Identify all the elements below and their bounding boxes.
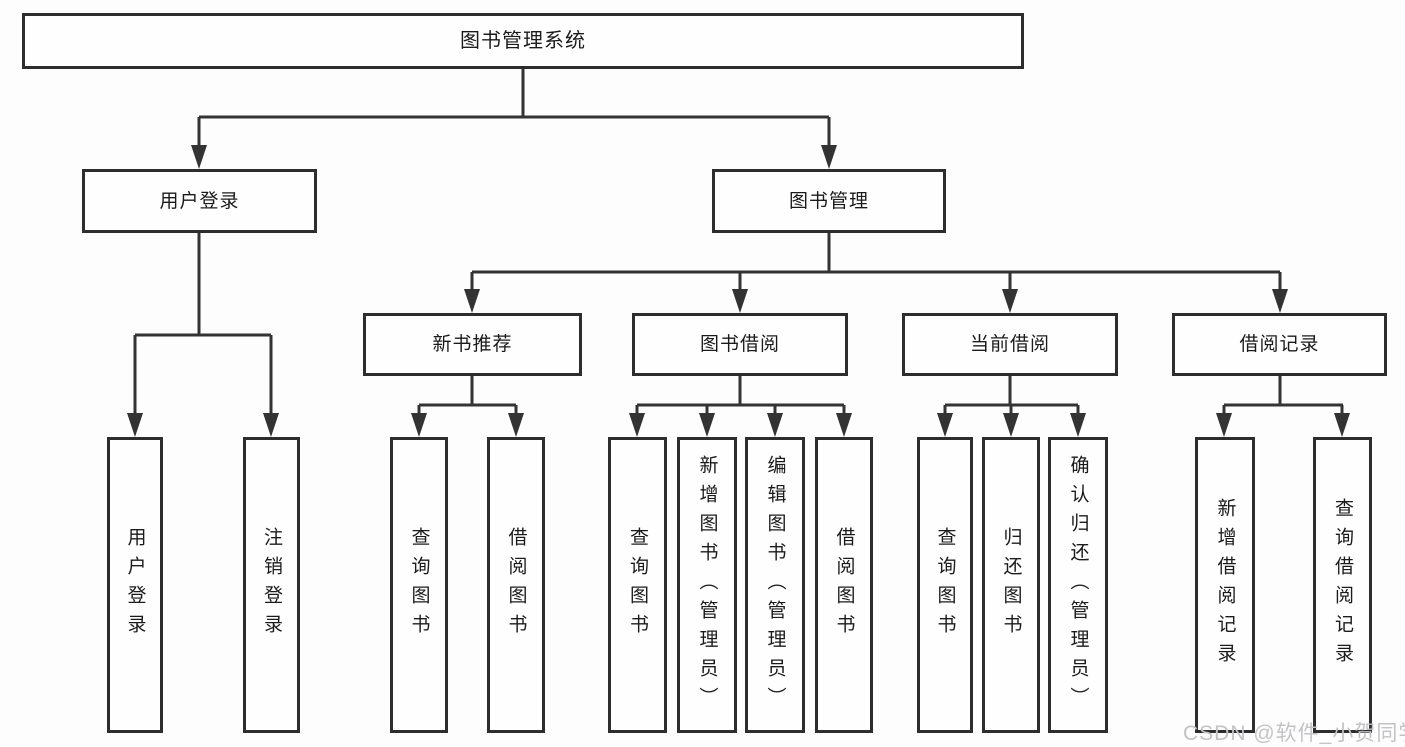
leaf-logout: 注销登录 <box>243 437 300 733</box>
leaf-edit-book-admin: 编辑图书（管理员） <box>745 437 805 733</box>
leaf-borrow-books-borrowing: 借阅图书 <box>815 437 873 733</box>
node-book-management: 图书管理 <box>712 169 946 233</box>
leaf-confirm-return-admin: 确认归还（管理员） <box>1048 437 1108 733</box>
node-borrow-records: 借阅记录 <box>1172 313 1387 376</box>
node-root-library-management-system: 图书管理系统 <box>22 13 1024 69</box>
csdn-watermark: CSDN @软件_小贺同学 <box>1183 722 1405 745</box>
arrowheads <box>127 145 1350 437</box>
leaf-query-books-current: 查询图书 <box>917 437 973 733</box>
leaf-borrow-books-recommend: 借阅图书 <box>487 437 545 733</box>
leaf-query-books-borrowing: 查询图书 <box>608 437 667 733</box>
node-current-borrowing: 当前借阅 <box>902 313 1118 376</box>
leaf-add-borrow-record: 新增借阅记录 <box>1195 437 1255 733</box>
leaf-return-books: 归还图书 <box>982 437 1040 733</box>
leaf-add-book-admin: 新增图书（管理员） <box>677 437 737 733</box>
leaf-query-books-recommend: 查询图书 <box>390 437 448 733</box>
leaf-user-login: 用户登录 <box>107 437 163 733</box>
node-new-book-recommend: 新书推荐 <box>363 313 582 376</box>
leaf-query-borrow-record: 查询借阅记录 <box>1313 437 1372 733</box>
node-user-login: 用户登录 <box>82 169 317 233</box>
node-book-borrowing: 图书借阅 <box>632 313 848 376</box>
